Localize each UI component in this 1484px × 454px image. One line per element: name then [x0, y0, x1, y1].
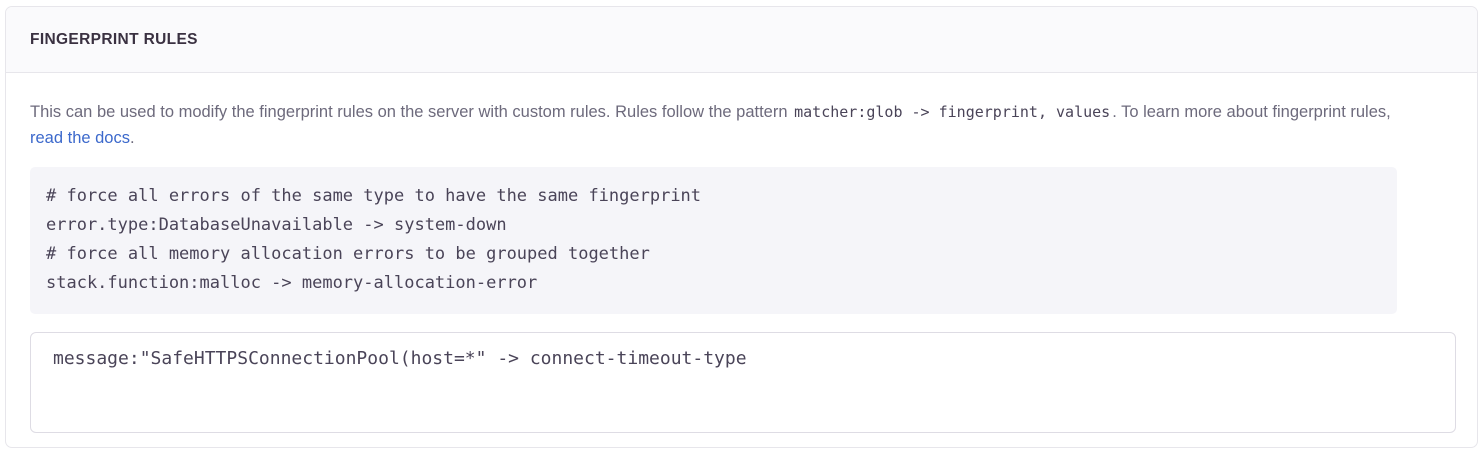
description-part-3: .	[129, 129, 135, 147]
example-rules-code-block: # force all errors of the same type to h…	[30, 167, 1397, 314]
read-the-docs-link[interactable]: read the docs	[30, 129, 130, 147]
description-text: This can be used to modify the fingerpri…	[30, 99, 1395, 151]
page-title: FINGERPRINT RULES	[30, 30, 198, 48]
description-part-2: . To learn more about fingerprint rules,	[1112, 103, 1391, 121]
panel-body: This can be used to modify the fingerpri…	[6, 73, 1477, 433]
panel-header: FINGERPRINT RULES	[6, 7, 1477, 73]
fingerprint-rules-panel: FINGERPRINT RULES This can be used to mo…	[5, 6, 1478, 448]
inline-code-pattern: matcher:glob -> fingerprint, values	[794, 103, 1111, 121]
description-part-1: This can be used to modify the fingerpri…	[30, 103, 793, 121]
fingerprint-rules-input[interactable]	[30, 332, 1456, 433]
